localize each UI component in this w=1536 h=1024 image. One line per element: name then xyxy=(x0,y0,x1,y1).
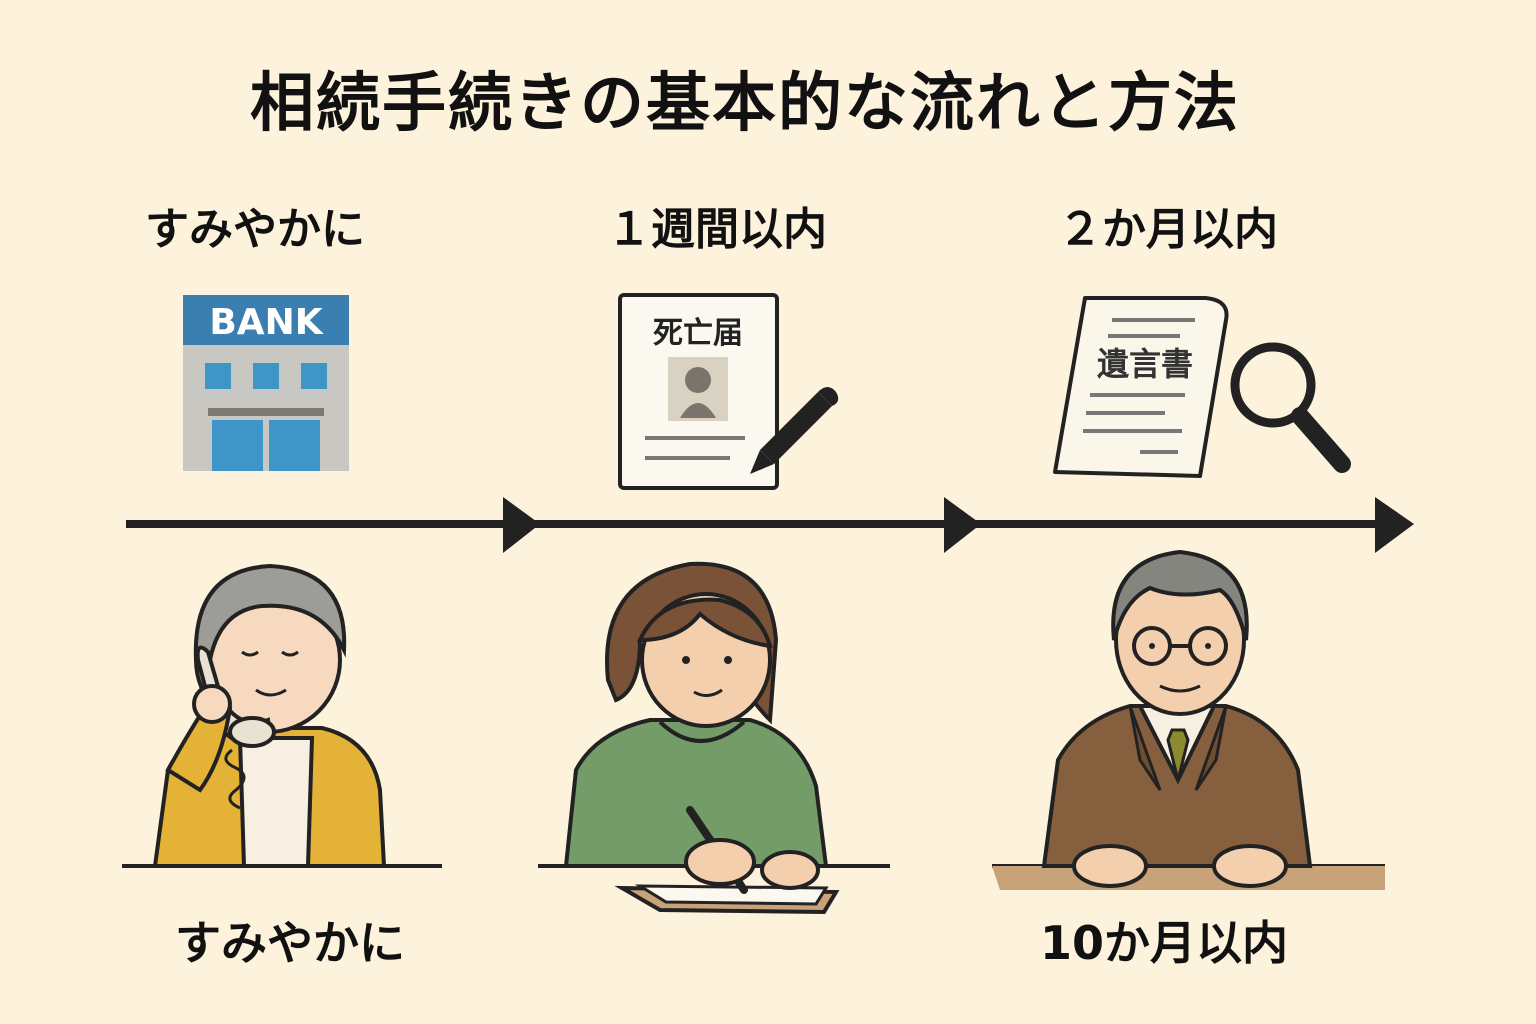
bank-icon: BANK xyxy=(183,295,349,471)
desk-surface xyxy=(992,866,1385,890)
step-1-label: すみやかに xyxy=(145,204,365,255)
will-document-title: 遺言書 xyxy=(1097,345,1193,383)
elderly-woman-on-phone xyxy=(152,563,387,868)
elderly-man-in-suit xyxy=(992,549,1385,890)
death-certificate-icon: 死亡届 xyxy=(618,293,779,490)
woman-writing xyxy=(563,561,840,915)
page-title: 相続手続きの基本的な流れと方法 xyxy=(250,67,1240,141)
pen-icon xyxy=(750,387,839,474)
step-2-label: １週間以内 xyxy=(607,204,827,255)
magnifier-icon xyxy=(1230,342,1351,473)
will-document-icon: 遺言書 xyxy=(1053,296,1229,478)
step-3-label: ２か月以内 xyxy=(1058,204,1278,255)
death-certificate-title: 死亡届 xyxy=(653,316,743,351)
timeline-arrow xyxy=(126,497,1414,553)
bottom-label-3: 10か月以内 xyxy=(1040,916,1289,970)
bottom-label-1: すみやかに xyxy=(175,916,405,970)
bank-sign-text: BANK xyxy=(209,302,323,343)
